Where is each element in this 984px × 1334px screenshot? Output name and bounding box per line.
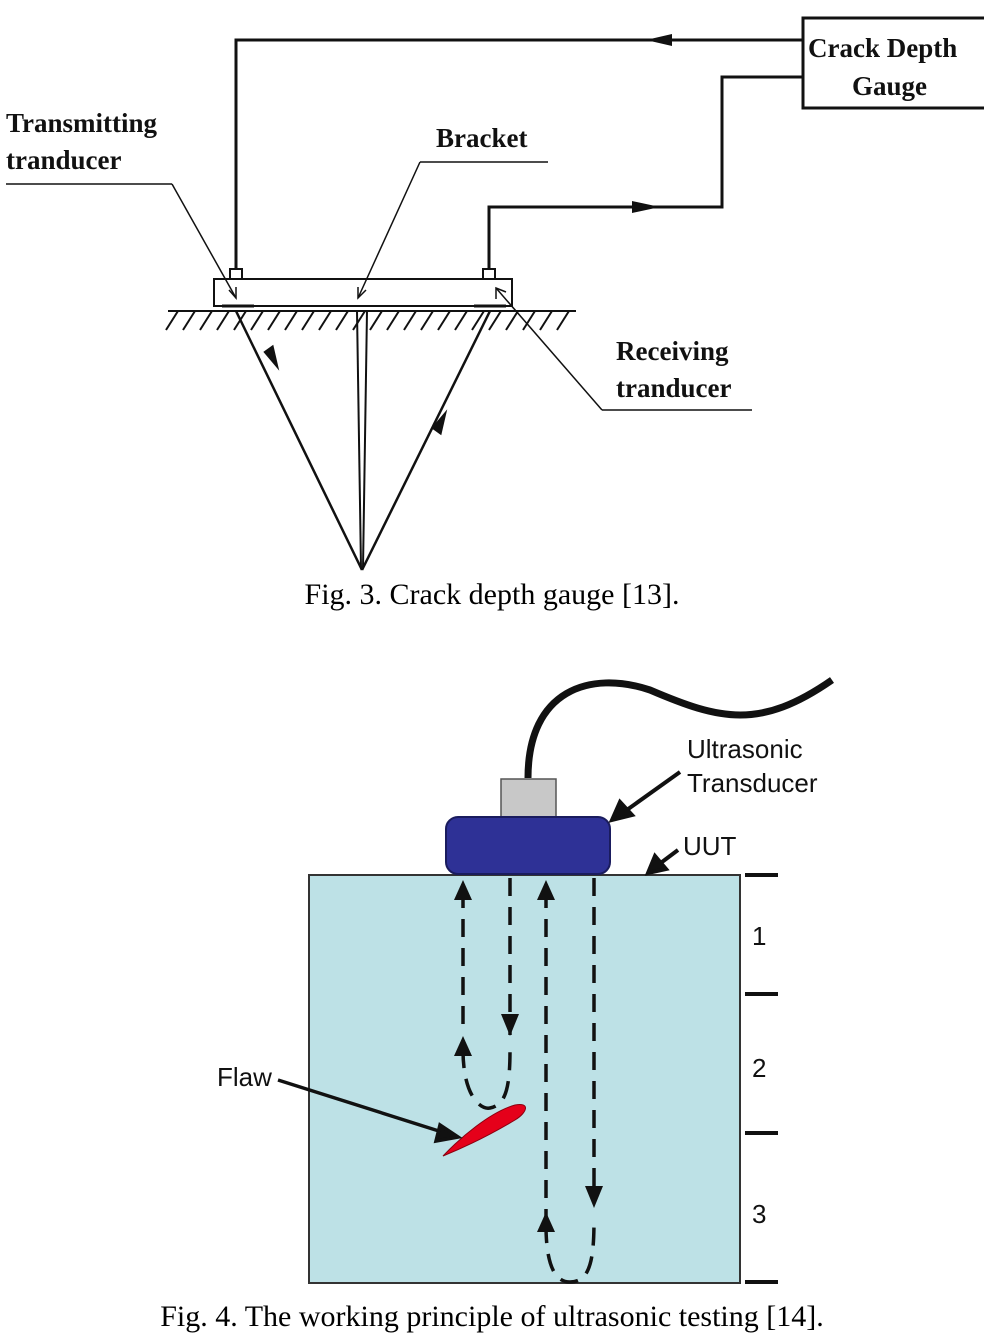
hatch-mark [488, 310, 502, 331]
zone-ticks [745, 873, 778, 1284]
transmit-wire [234, 34, 803, 270]
hatch-mark [318, 310, 332, 331]
hatch-mark [250, 310, 264, 331]
transducer-label-line1: Ultrasonic [687, 734, 803, 764]
hatch-mark [199, 310, 213, 331]
transducer-connector [500, 778, 557, 819]
receiving-label-line1: Receiving [616, 336, 729, 366]
transmitting-label-line1: Transmitting [6, 108, 158, 138]
hatch-mark [471, 310, 485, 331]
ultrasonic-testing-diagram: Ultrasonic Transducer UUT Flaw 1 2 3 [217, 677, 834, 1284]
receiving-label-line2: tranducer [616, 373, 731, 403]
flaw [442, 1103, 526, 1157]
flaw-echo-arrows [454, 880, 519, 1056]
hatch-mark [437, 310, 451, 331]
hatch-mark [182, 310, 196, 331]
hatch-mark [284, 310, 298, 331]
transmitting-label-line2: tranducer [6, 145, 121, 175]
transmitting-leader [6, 183, 237, 300]
uut-label: UUT [683, 831, 737, 861]
figure-4-caption: Fig. 4. The working principle of ultraso… [160, 1300, 824, 1333]
zone-2-label: 2 [752, 1053, 766, 1083]
hatch-mark [403, 310, 417, 331]
gauge-box: Crack Depth Gauge [801, 16, 984, 110]
flaw-label: Flaw [217, 1062, 272, 1092]
bracket-bar [213, 278, 513, 307]
backwall-echo-arrows [537, 880, 603, 1232]
receiving-connector [482, 268, 496, 280]
crack-depth-gauge-diagram: Crack Depth Gauge Transmitting tranducer [6, 16, 984, 571]
hatch-mark [454, 310, 468, 331]
flaw-echo-path [461, 878, 512, 1110]
crack [356, 310, 368, 569]
bracket-leader [357, 161, 548, 300]
receiving-leader [495, 286, 752, 411]
gauge-label-line2: Gauge [852, 71, 927, 101]
backwall-echo-path [544, 878, 596, 1284]
flaw-leader [277, 1078, 463, 1144]
ground-surface [165, 310, 576, 331]
hatch-mark [539, 310, 553, 331]
transducer-cable [524, 677, 834, 779]
receive-wire [487, 75, 803, 270]
transducer-label-line2: Transducer [687, 768, 818, 798]
zone-3-label: 3 [752, 1199, 766, 1229]
hatch-mark [165, 310, 179, 331]
hatch-mark [522, 310, 536, 331]
figure-3-caption: Fig. 3. Crack depth gauge [13]. [304, 578, 680, 611]
hatch-mark [267, 310, 281, 331]
hatch-mark [352, 310, 366, 331]
hatch-mark [335, 310, 349, 331]
uut-leader [644, 848, 680, 876]
gauge-label-line1: Crack Depth [808, 33, 957, 63]
hatch-mark [301, 310, 315, 331]
hatch-mark [420, 310, 434, 331]
hatch-mark [216, 310, 230, 331]
uut-body [308, 874, 741, 1284]
hatch-mark [505, 310, 519, 331]
wave-paths [234, 310, 492, 571]
hatch-mark [556, 310, 570, 331]
zone-1-label: 1 [752, 921, 766, 951]
bracket-label: Bracket [436, 123, 527, 153]
hatch-mark [369, 310, 383, 331]
ultrasonic-transducer [445, 816, 611, 875]
transmitting-connector [229, 268, 243, 280]
transducer-leader [608, 770, 682, 823]
hatch-mark [386, 310, 400, 331]
